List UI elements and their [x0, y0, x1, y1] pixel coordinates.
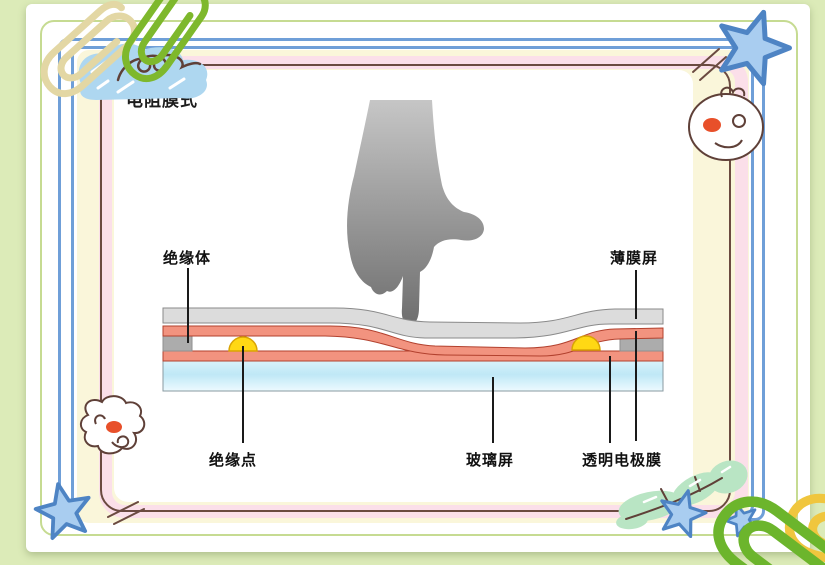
label-insulator: 绝缘体	[163, 250, 212, 267]
label-glass-screen: 玻璃屏	[466, 452, 515, 469]
label-film-screen: 薄膜屏	[610, 250, 659, 267]
frame-green-line	[40, 20, 798, 536]
slide-title: 电阻膜式	[126, 91, 198, 110]
content-area	[114, 70, 693, 502]
label-insulation-point: 绝缘点	[209, 452, 258, 469]
frame-brown-line	[100, 64, 731, 512]
label-electrode-film: 透明电极膜	[582, 452, 663, 469]
